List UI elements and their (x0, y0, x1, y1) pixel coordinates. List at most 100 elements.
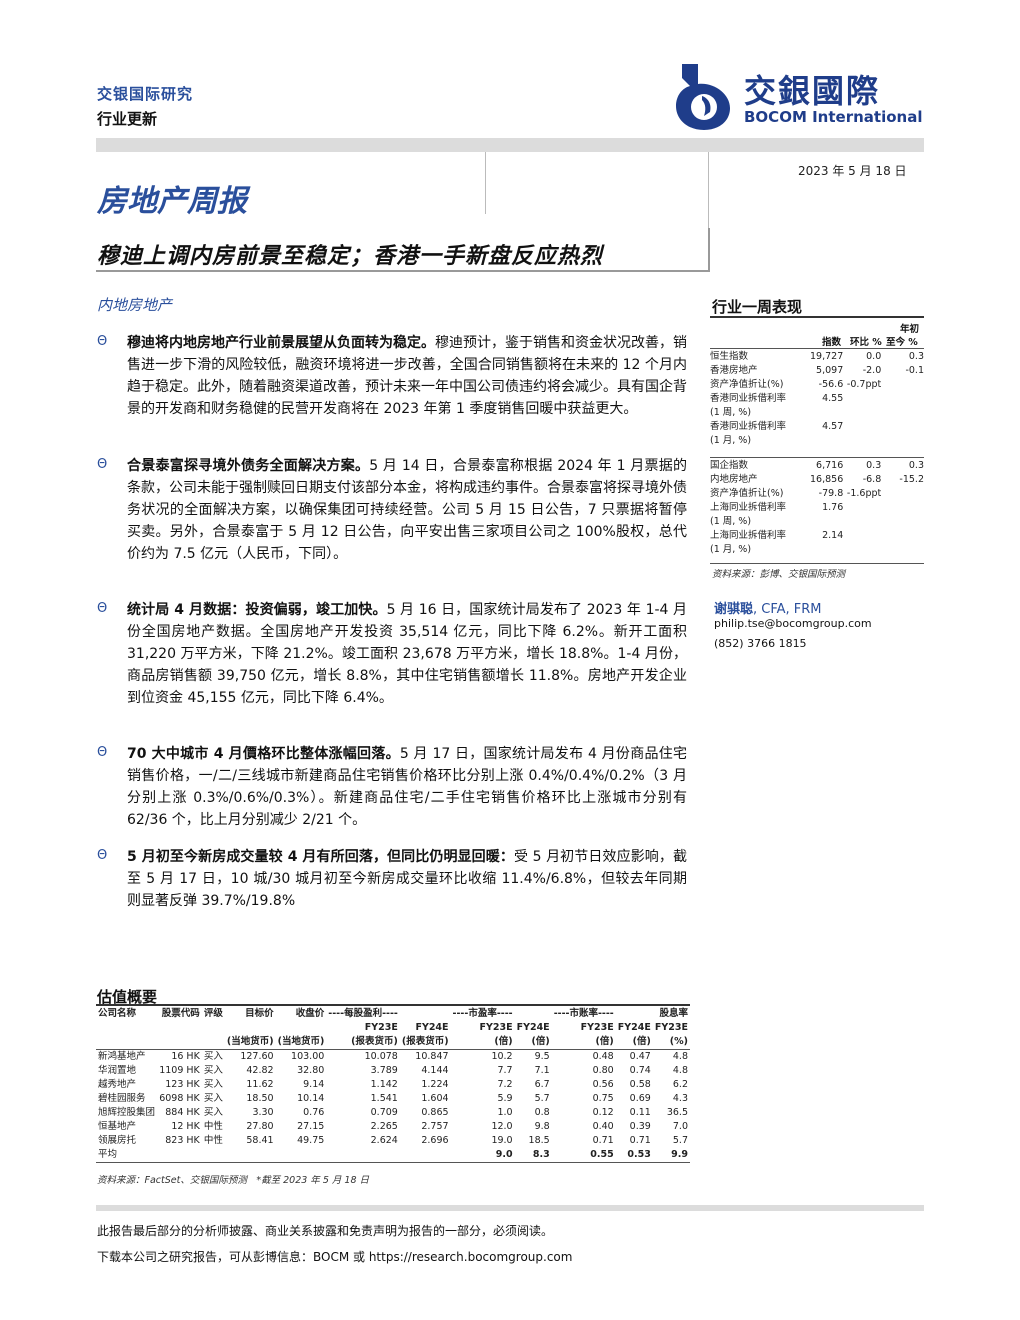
perf-col-wow: 环比 % (850, 337, 882, 348)
perf-wow (843, 420, 881, 434)
table-cell: 16 HK (157, 1049, 202, 1064)
perf-ytd: -0.1 (905, 365, 924, 376)
table-cell: 5.9 (497, 1093, 513, 1104)
perf-title: 行业一周表现 (712, 298, 803, 316)
table-cell: 华润置地 (98, 1065, 137, 1076)
table-cell: 2.757 (421, 1121, 449, 1132)
table-cell: 买入 (203, 1093, 223, 1104)
table-cell: 2.696 (421, 1135, 449, 1146)
table-cell: 7.2 (497, 1079, 513, 1090)
table-cell: 0.55 (551, 1148, 616, 1163)
perf-ytd (881, 392, 924, 406)
table-row: (当地货币)(当地货币)(报表货币)(报表货币)(倍)(倍)(倍)(倍)(%) (96, 1035, 690, 1050)
perf-index: 4.55 (822, 393, 844, 404)
divider (708, 152, 709, 270)
section-title: 内地房地产 (97, 296, 173, 314)
table-cell: 4.8 (652, 1049, 690, 1064)
table-cell: 0.47 (615, 1049, 653, 1064)
perf-wow: -0.7ppt (846, 379, 882, 390)
table-cell: 1.604 (421, 1093, 449, 1104)
perf-wow (843, 529, 881, 543)
table-cell: 103.00 (275, 1049, 327, 1064)
table-row: (1 月, %) (710, 434, 924, 448)
perf-ytd: 0.3 (908, 351, 924, 362)
table-cell: 0.58 (629, 1079, 651, 1090)
download-info: 下载本公司之研究报告，可从彭博信息：BOCM 或 https://researc… (97, 1250, 573, 1264)
table-cell: 股票代码 (161, 1008, 200, 1019)
perf-ytd: 0.3 (908, 460, 924, 471)
table-cell: ----市盈率---- (452, 1008, 513, 1019)
perf-label: 内地房地产 (710, 474, 758, 485)
analyst-email-link[interactable]: philip.tse@bocomgroup.com (714, 617, 872, 630)
table-cell: 中性 (203, 1135, 223, 1146)
header-band (96, 138, 924, 152)
divider (96, 1004, 690, 1006)
perf-label-sub: (1 月, %) (710, 435, 752, 446)
table-row: 资产净值折让(%)-79.8-1.6ppt (710, 487, 924, 501)
analyst-credentials: , CFA, FRM (753, 602, 822, 617)
table-cell: 9.0 (450, 1148, 515, 1163)
table-cell: 0.40 (592, 1121, 614, 1132)
perf-wow: -1.6ppt (846, 488, 882, 499)
table-cell: 7.7 (497, 1065, 513, 1076)
table-cell (202, 1035, 225, 1050)
table-cell: 0.48 (551, 1049, 616, 1064)
table-cell: 4.3 (672, 1093, 688, 1104)
table-cell: 0.11 (629, 1107, 651, 1118)
table-cell: 12.0 (491, 1121, 513, 1132)
table-cell: 12 HK (171, 1121, 200, 1132)
table-cell: 0.56 (592, 1079, 614, 1090)
bullet-marker-icon: Θ (97, 601, 108, 616)
perf-label-sub: (1 月, %) (710, 544, 752, 555)
analyst-name[interactable]: 谢骐聪, CFA, FRM (714, 598, 822, 617)
table-cell: 0.12 (592, 1107, 614, 1118)
table-cell: FY23E (479, 1022, 513, 1033)
table-row: (1 月, %) (710, 543, 924, 557)
perf-col-ytd-2: 至今 % (886, 337, 918, 348)
perf-label: 香港同业拆借利率 (710, 393, 787, 404)
table-cell: 买入 (203, 1065, 223, 1076)
perf-label: 香港房地产 (710, 365, 758, 376)
table-cell (96, 1021, 157, 1035)
table-cell: 9.9 (652, 1148, 690, 1163)
perf-index: 4.57 (822, 421, 844, 432)
table-cell: 7.1 (534, 1065, 550, 1076)
table-cell: 2.624 (370, 1135, 398, 1146)
table-cell (515, 1007, 552, 1021)
logo-text-cn: 交銀國際 (744, 72, 881, 110)
table-cell: 旭辉控股集团 (98, 1107, 156, 1118)
perf-label: 资产净值折让(%) (710, 379, 784, 390)
table-cell: 11.62 (246, 1079, 274, 1090)
divider (710, 563, 924, 564)
headline-frame (96, 228, 710, 272)
table-cell: 18.5 (528, 1135, 550, 1146)
bullet-marker-icon: Θ (97, 745, 108, 760)
perf-index: 2.14 (822, 530, 844, 541)
divider (710, 348, 924, 349)
table-cell: 5.7 (534, 1093, 550, 1104)
table-cell (96, 1035, 157, 1050)
table-cell: 123 HK (165, 1079, 200, 1090)
table-cell (276, 1021, 327, 1035)
table-cell: 买入 (203, 1107, 223, 1118)
table-cell: 27.15 (297, 1121, 325, 1132)
table-cell: 买入 (201, 1049, 225, 1064)
table-cell: 公司名称 (98, 1008, 137, 1019)
bullet-lead: 统计局 4 月数据：投资偏弱，竣工加快。 (127, 602, 387, 618)
perf-index: 1.76 (822, 502, 844, 513)
bullet-marker-icon: Θ (97, 334, 108, 349)
bullet-marker-icon: Θ (97, 457, 108, 472)
table-cell: 目标价 (245, 1008, 274, 1019)
perf-wow: -2.0 (862, 365, 882, 376)
